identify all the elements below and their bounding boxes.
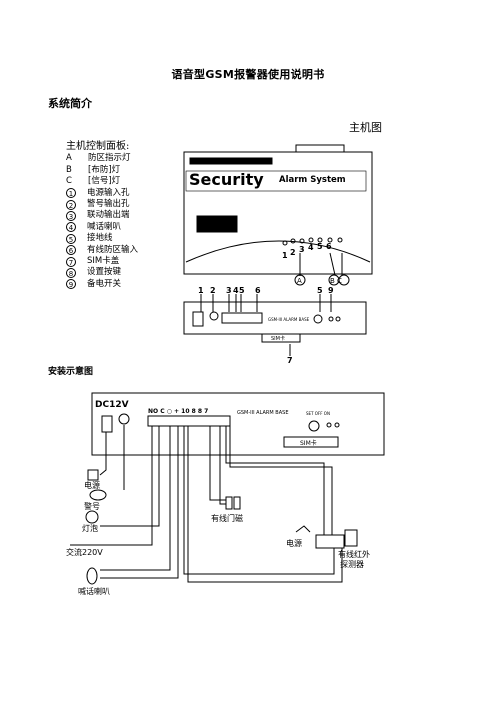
- callout-a-label: A: [297, 277, 302, 285]
- label-door-sensor: 有线门磁: [211, 513, 243, 523]
- wire-power: [99, 432, 107, 476]
- install-sim-label: SIM卡: [300, 439, 317, 447]
- wire-speaker-1: [100, 426, 171, 571]
- callout-bc-label: B C: [330, 277, 342, 285]
- top-callout: 2: [210, 286, 216, 295]
- label-ac: 交流220V: [66, 547, 103, 557]
- top-callout: 9: [328, 286, 334, 295]
- legend-header: 主机控制面板:: [66, 141, 130, 152]
- top-callout: 1: [198, 286, 204, 295]
- top-callout: 6: [255, 286, 261, 295]
- callout-bc: [338, 274, 350, 286]
- document-title: 语音型GSM报警器使用说明书: [171, 68, 325, 81]
- zone-number: 1: [282, 251, 288, 260]
- sim-label: SIM卡: [271, 335, 285, 342]
- label-pir2: 探测器: [340, 559, 364, 569]
- top-callout: 5: [239, 286, 245, 295]
- figure-title: 主机图: [349, 121, 382, 134]
- section-heading: 系统简介: [48, 97, 92, 110]
- sim-callout: 7: [287, 356, 293, 365]
- label-pir: 有线红外: [338, 549, 370, 559]
- install-panel-text: GSM-III ALARM BASE: [237, 410, 288, 416]
- wire-lamp: [100, 426, 160, 527]
- zone-number: 3: [299, 245, 305, 254]
- unit-front-curve: [185, 240, 371, 263]
- label-siren: 警号: [84, 501, 100, 511]
- top-callout: 5: [317, 286, 323, 295]
- zone-number: 2: [290, 248, 296, 257]
- dc-label: DC12V: [95, 400, 129, 410]
- wire-ac: [70, 426, 153, 546]
- label-speaker: 喊话喇叭: [78, 586, 110, 596]
- top-callout: 3: [226, 286, 232, 295]
- label-lamp: 灯泡: [82, 523, 98, 533]
- zone-number: 5: [317, 242, 323, 251]
- top-callout: 4: [233, 286, 239, 295]
- legend-item-b: B[布防]灯: [66, 164, 121, 175]
- install-unit: [91, 392, 385, 456]
- terminal-labels: NO C ○ + 10 8 8 7: [148, 408, 208, 415]
- lcd-display: [196, 215, 238, 233]
- brand-sub: Alarm System: [279, 175, 346, 185]
- label-power2: 电源: [286, 538, 302, 548]
- zone-number: 4: [308, 243, 314, 252]
- install-heading: 安装示意图: [48, 367, 94, 377]
- brand-main: Security: [189, 170, 264, 189]
- wire-door: [209, 426, 226, 501]
- legend-item-c: C[信号]灯: [66, 176, 121, 187]
- zone-number: 6: [326, 242, 332, 251]
- panel-text: GSM-III ALARM BASE: [268, 317, 310, 322]
- callout-a: [294, 274, 306, 286]
- label-power: 电源: [84, 480, 100, 490]
- switch-labels: SET OFF ON: [306, 411, 330, 416]
